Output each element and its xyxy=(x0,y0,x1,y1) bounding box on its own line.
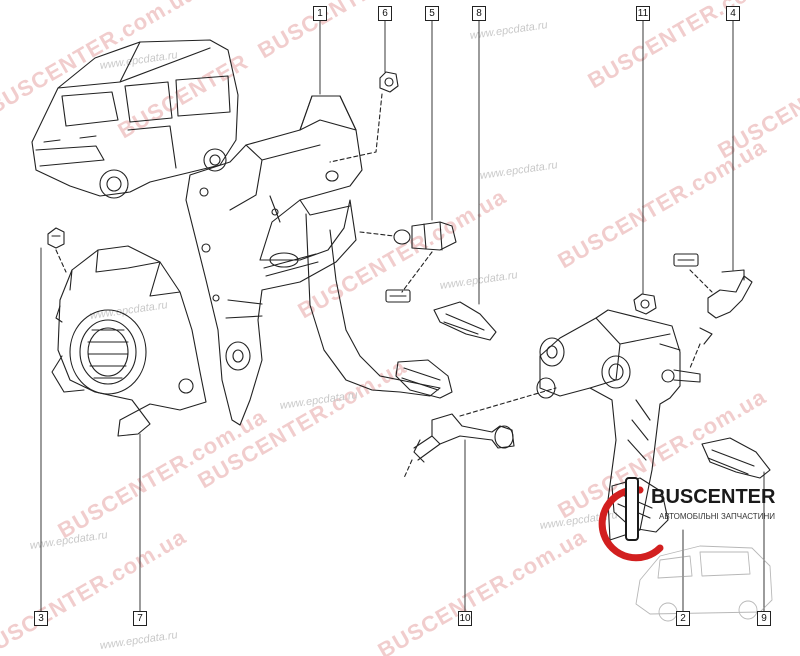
callout-label: 7 xyxy=(133,611,147,626)
nut-top xyxy=(379,71,399,93)
stop-switch xyxy=(393,221,457,251)
callout-label: 6 xyxy=(378,6,392,21)
pushrod-10 xyxy=(413,413,515,463)
callout-label: 3 xyxy=(34,611,48,626)
leader-lines xyxy=(40,19,765,613)
nut-11 xyxy=(633,293,657,315)
clutch-pedal-assembly xyxy=(185,95,441,426)
logo-tagline: АВТОМОБІЛЬНІ ЗАПЧАСТИНИ xyxy=(659,512,775,521)
brake-pedal-assembly xyxy=(536,309,701,541)
logo-mark xyxy=(598,477,664,562)
nut-left xyxy=(47,227,65,249)
van-illustration xyxy=(31,39,239,199)
callout-label: 9 xyxy=(757,611,771,626)
callout-label: 11 xyxy=(636,6,650,21)
callout-label: 2 xyxy=(676,611,690,626)
pedal-pad-8 xyxy=(433,301,497,341)
pedal-sensor-4 xyxy=(699,269,753,345)
logo-brand-name: BUSCENTER xyxy=(651,486,776,508)
pedal-pad-9 xyxy=(701,437,771,479)
callout-label: 10 xyxy=(458,611,472,626)
callout-label: 4 xyxy=(726,6,740,21)
clip-5 xyxy=(385,289,411,303)
callout-label: 8 xyxy=(472,6,486,21)
minibus-illustration xyxy=(635,545,773,622)
callout-label: 1 xyxy=(313,6,327,21)
pedal-housing-left xyxy=(51,245,207,437)
clip-4 xyxy=(673,253,699,267)
clutch-pedal-pad xyxy=(395,359,453,399)
callout-label: 5 xyxy=(425,6,439,21)
